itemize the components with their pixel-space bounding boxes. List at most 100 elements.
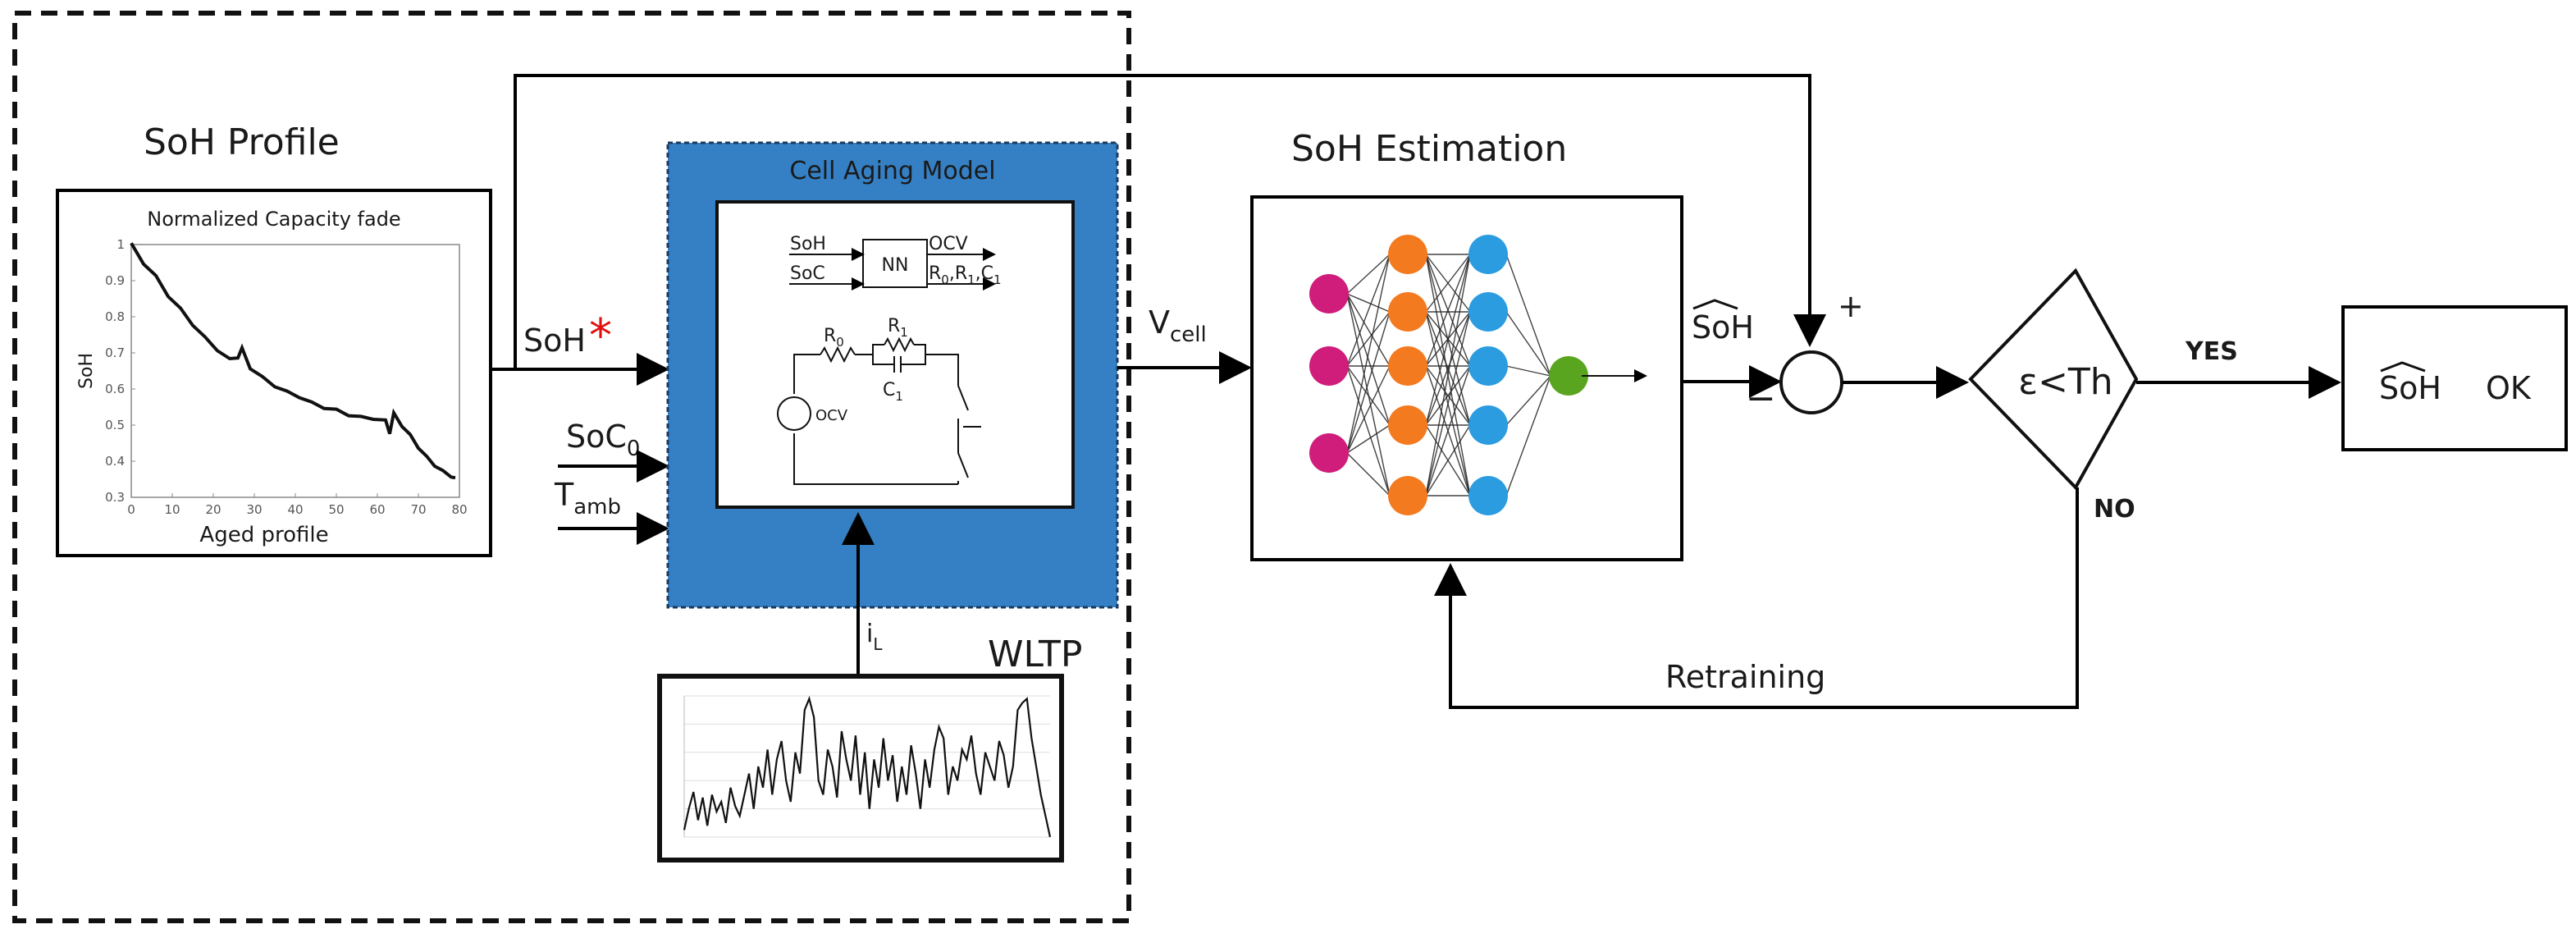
nn-edge	[1425, 254, 1471, 313]
nn-edge	[1505, 375, 1551, 426]
soh-star-label: SoH	[523, 323, 586, 359]
nn-edge	[1505, 254, 1551, 377]
dashed-frame	[12, 11, 1131, 923]
soh-x-tick-label: 40	[287, 502, 303, 517]
nn-edges	[1346, 254, 1551, 496]
soh-x-tick-label: 10	[164, 502, 180, 517]
nn-edge	[1425, 365, 1471, 426]
r0-label: R0	[824, 326, 844, 350]
soc0-label: SoC0	[566, 419, 640, 461]
sum-minus: −	[1746, 377, 1776, 419]
nn-edge	[1425, 311, 1471, 496]
il-label: iL	[866, 620, 883, 654]
wltp-grid	[683, 695, 1050, 838]
nn-nodes	[1309, 235, 1588, 515]
nn-edge	[1346, 293, 1391, 313]
nn-edge	[1425, 254, 1471, 426]
sum-plus: +	[1838, 288, 1864, 324]
nn-node	[1388, 476, 1427, 515]
c1-label: C1	[883, 380, 903, 404]
wltp-title: WLTP	[988, 634, 1082, 675]
nn-node	[1309, 433, 1349, 473]
soh-hat-caret	[1692, 299, 1738, 310]
soh-y-tick-label: 0.8	[105, 309, 125, 324]
nn-node	[1468, 346, 1508, 386]
nn-node	[1468, 292, 1508, 332]
decision-yes: YES	[2185, 337, 2238, 366]
nn-mini-box	[862, 239, 928, 288]
soh-y-tick-label: 0.5	[105, 418, 125, 432]
nn-edge	[1346, 365, 1391, 496]
nn-edge	[1505, 365, 1551, 377]
nn-input-soh: SoH	[790, 234, 826, 254]
nn-edge	[1425, 254, 1471, 367]
nn-edge	[1346, 254, 1391, 295]
ocv-source-label: OCV	[815, 407, 848, 424]
output-soh: SoH	[2379, 370, 2441, 406]
nn-edge	[1425, 365, 1471, 496]
nn-node	[1468, 405, 1508, 445]
soh-estimation-box	[1250, 195, 1683, 561]
nn-node	[1388, 405, 1427, 445]
soh-y-tick-label: 0.3	[105, 490, 125, 505]
nn-node	[1468, 235, 1508, 274]
soh-xlabel: Aged profile	[199, 523, 328, 547]
nn-node	[1388, 235, 1427, 274]
soh-profile-box	[56, 189, 492, 557]
nn-edge	[1425, 424, 1471, 496]
soh-plot-area	[130, 244, 460, 498]
nn-edge	[1505, 375, 1551, 496]
soh-y-tick-label: 0.7	[105, 345, 125, 360]
nn-node	[1468, 476, 1508, 515]
nn-edge	[1346, 293, 1391, 426]
decision-no: NO	[2094, 495, 2135, 524]
output-ok: OK	[2486, 370, 2532, 406]
soh-y-tick-label: 1	[116, 237, 125, 252]
output-soh-caret	[2380, 361, 2426, 373]
soh-x-tick-label: 0	[127, 502, 135, 517]
soh-hat-label: SoH	[1692, 309, 1754, 345]
vcell-label: Vcell	[1149, 304, 1207, 347]
summation-node	[1779, 350, 1843, 414]
ocv-source-icon	[777, 396, 811, 431]
nn-edge	[1346, 311, 1391, 367]
soh-estimation-title: SoH Estimation	[1291, 128, 1567, 170]
soh-plot-title: Normalized Capacity fade	[147, 208, 400, 231]
soh-profile-title: SoH Profile	[144, 121, 340, 163]
nn-edge	[1505, 311, 1551, 377]
soh-x-tick-label: 60	[369, 502, 385, 517]
retraining-label: Retraining	[1665, 659, 1825, 695]
nn-node	[1388, 346, 1427, 386]
wltp-box	[657, 674, 1064, 863]
cell-aging-model-title: Cell Aging Model	[789, 157, 995, 185]
nn-edge	[1346, 293, 1391, 367]
soh-x-tick-label: 70	[410, 502, 426, 517]
soh-reference-feedback-line	[514, 74, 1826, 369]
nn-input-soc: SoC	[790, 263, 825, 284]
output-box	[2341, 305, 2568, 451]
nn-edge	[1346, 311, 1391, 454]
nn-edge	[1346, 365, 1391, 454]
nn-output-params: R0,R1,C1	[929, 263, 1002, 287]
soh-x-tick-label: 30	[246, 502, 262, 517]
wltp-speed-line	[683, 695, 1052, 838]
nn-node	[1309, 346, 1349, 386]
soh-x-tick-label: 80	[451, 502, 467, 517]
soh-y-tick-label: 0.4	[105, 454, 125, 469]
nn-node	[1309, 274, 1349, 313]
soh-ylabel: SoH	[76, 353, 97, 389]
soh-x-tick-label: 50	[328, 502, 344, 517]
nn-edge	[1425, 311, 1471, 426]
capacity-fade-line	[130, 242, 456, 480]
nn-output-ocv: OCV	[929, 234, 968, 254]
retraining-loop	[1434, 487, 2079, 709]
soh-x-tick-label: 20	[205, 502, 221, 517]
soh-y-tick-label: 0.9	[105, 273, 125, 288]
nn-node	[1388, 292, 1427, 332]
soh-star-asterisk: *	[589, 309, 612, 363]
decision-label: ε<Th	[2018, 361, 2112, 403]
nn-edge	[1346, 254, 1391, 454]
nn-edge	[1346, 365, 1391, 426]
tamb-label: Tamb	[554, 477, 621, 519]
nn-edge	[1425, 254, 1471, 496]
